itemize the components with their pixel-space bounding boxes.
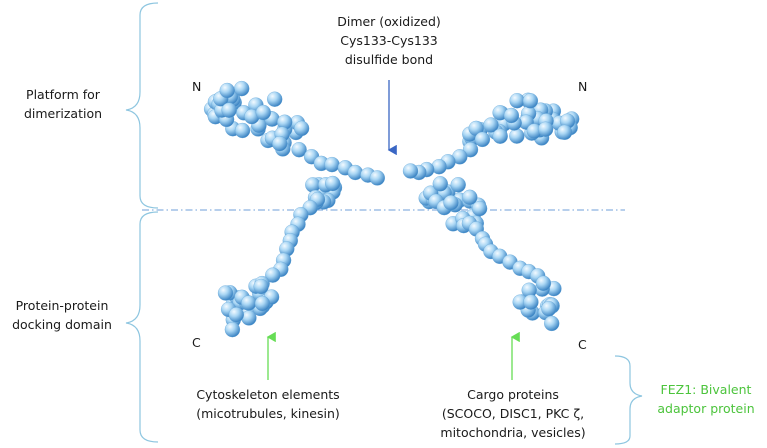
- residue-sphere: [255, 104, 271, 121]
- residue-sphere: [228, 307, 244, 323]
- residue-sphere: [450, 177, 466, 193]
- n-terminus-left: N: [192, 79, 202, 94]
- bracket-docking: [125, 211, 159, 443]
- residue-sphere: [305, 177, 321, 193]
- residue-sphere: [474, 131, 491, 148]
- residue-sphere: [291, 142, 307, 158]
- residue-sphere: [492, 128, 508, 144]
- residue-sphere: [443, 195, 459, 211]
- c-terminus-right: C: [578, 337, 587, 352]
- cargo-label: Cargo proteins (SCOCO, DISC1, PKC ζ, mit…: [440, 387, 586, 440]
- residue-sphere: [369, 170, 385, 186]
- residue-sphere: [523, 294, 539, 310]
- residue-sphere: [483, 117, 499, 133]
- bracket-platform: [125, 2, 159, 209]
- residue-sphere: [217, 285, 234, 301]
- residue-sphere: [535, 275, 552, 291]
- c-terminus-left: C: [192, 335, 201, 350]
- residue-sphere: [253, 278, 269, 295]
- residue-sphere: [432, 176, 448, 192]
- dimer-label: Dimer (oxidized) Cys133-Cys133 disulfide…: [337, 14, 441, 67]
- residue-sphere: [503, 107, 520, 124]
- cytoskeleton-label: Cytoskeleton elements (micotrubules, kin…: [196, 387, 340, 421]
- residue-sphere: [241, 295, 257, 311]
- residue-sphere: [325, 175, 341, 192]
- residue-sphere: [219, 82, 235, 99]
- residue-sphere: [544, 315, 560, 332]
- n-terminus-right: N: [578, 79, 588, 94]
- residue-sphere: [509, 93, 525, 109]
- residue-sphere: [254, 295, 271, 312]
- residue-sphere: [541, 301, 557, 317]
- residue-sphere: [402, 163, 419, 179]
- fez1-label: FEZ1: Bivalent adaptor protein: [657, 382, 755, 416]
- residue-sphere: [556, 124, 573, 140]
- residue-sphere: [509, 128, 525, 144]
- residue-sphere: [221, 102, 237, 118]
- residue-sphere: [272, 135, 288, 152]
- residue-sphere: [234, 122, 251, 139]
- residue-sphere: [265, 267, 281, 283]
- fez1-dimer-molecule: [203, 80, 580, 338]
- residue-sphere: [293, 120, 310, 137]
- residue-sphere: [537, 121, 554, 137]
- residue-sphere: [462, 189, 478, 205]
- residue-sphere: [224, 321, 241, 338]
- residue-sphere: [522, 93, 539, 109]
- residue-sphere: [347, 164, 363, 181]
- residue-sphere: [462, 142, 479, 158]
- residue-sphere: [234, 80, 250, 97]
- bracket-fez1: [614, 355, 643, 445]
- platform-label: Platform for dimerization: [23, 87, 103, 121]
- residue-sphere: [267, 91, 283, 107]
- residue-sphere: [471, 200, 488, 217]
- docking-label: Protein-protein docking domain: [12, 298, 112, 332]
- residue-sphere: [324, 156, 340, 173]
